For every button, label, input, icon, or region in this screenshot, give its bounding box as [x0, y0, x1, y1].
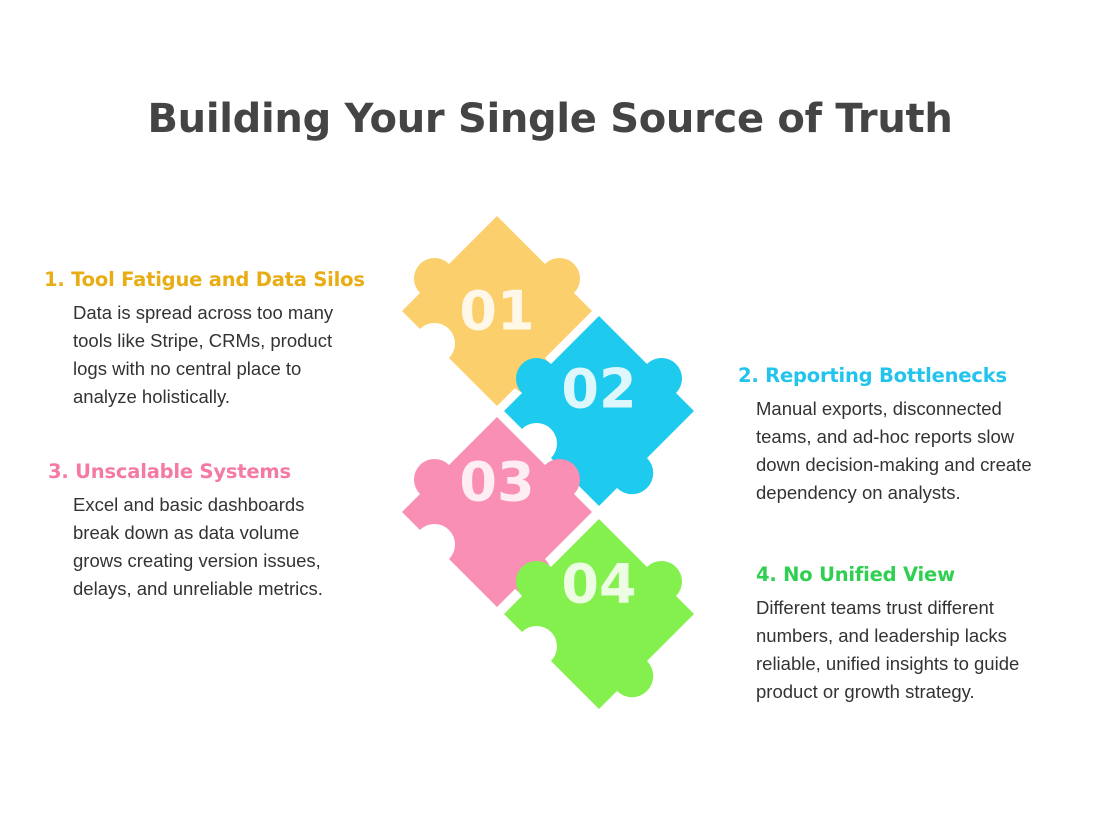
item-4-heading: 4. No Unified View: [756, 563, 955, 586]
item-2-description: Manual exports, disconnected teams, and …: [756, 395, 1032, 507]
item-1-line: Data is spread across too many: [73, 302, 334, 323]
item-unscalable-systems: 3. Unscalable Systems Excel and basic da…: [48, 460, 323, 603]
item-4-line: reliable, unified insights to guide: [756, 653, 1020, 674]
item-4-line: Different teams trust different: [756, 597, 994, 618]
piece-1-number: 01: [459, 280, 534, 343]
item-3-line: break down as data volume: [73, 522, 300, 543]
item-3-line: grows creating version issues,: [73, 550, 321, 571]
item-2-line: teams, and ad-hoc reports slow: [756, 426, 1015, 447]
piece-2-number: 02: [561, 358, 636, 421]
piece-4-number: 04: [561, 553, 636, 616]
page-title: Building Your Single Source of Truth: [147, 96, 953, 142]
item-3-line: delays, and unreliable metrics.: [73, 578, 323, 599]
item-1-line: tools like Stripe, CRMs, product: [73, 330, 333, 351]
item-no-unified-view: 4. No Unified View Different teams trust…: [756, 563, 1019, 706]
puzzle-piece-3: 03: [402, 417, 592, 607]
puzzle-piece-2: 02: [504, 316, 694, 506]
item-tool-fatigue: 1. Tool Fatigue and Data Silos Data is s…: [44, 268, 365, 411]
piece-3-number: 03: [459, 451, 534, 514]
item-4-line: numbers, and leadership lacks: [756, 625, 1007, 646]
puzzle-piece-4: 04: [504, 519, 694, 709]
item-4-line: product or growth strategy.: [756, 681, 975, 702]
item-reporting-bottlenecks: 2. Reporting Bottlenecks Manual exports,…: [738, 364, 1032, 507]
item-3-line: Excel and basic dashboards: [73, 494, 305, 515]
item-1-heading: 1. Tool Fatigue and Data Silos: [44, 268, 365, 291]
puzzle-piece-1: 01: [402, 216, 592, 406]
item-2-heading: 2. Reporting Bottlenecks: [738, 364, 1007, 387]
item-1-line: logs with no central place to: [73, 358, 302, 379]
item-2-line: Manual exports, disconnected: [756, 398, 1002, 419]
item-3-description: Excel and basic dashboards break down as…: [73, 491, 323, 603]
item-4-description: Different teams trust different numbers,…: [756, 594, 1019, 706]
item-2-line: dependency on analysts.: [756, 482, 961, 503]
item-2-line: down decision-making and create: [756, 454, 1032, 475]
item-1-description: Data is spread across too many tools lik…: [73, 299, 365, 411]
item-3-heading: 3. Unscalable Systems: [48, 460, 291, 483]
item-1-line: analyze holistically.: [73, 386, 230, 407]
